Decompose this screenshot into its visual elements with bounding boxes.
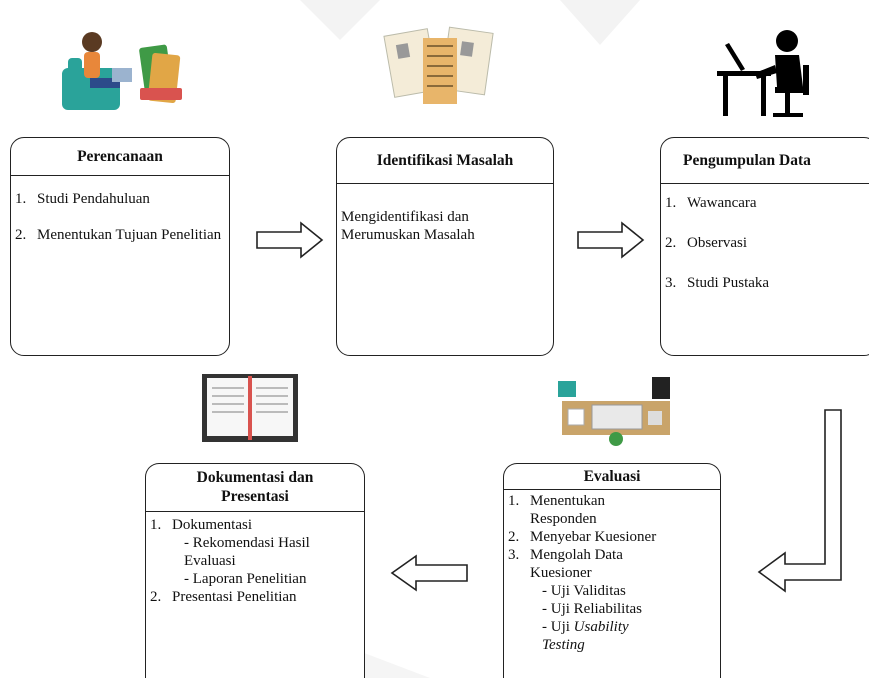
open-book-icon bbox=[202, 374, 298, 442]
list-item: 2. Menyebar Kuesioner bbox=[504, 528, 720, 546]
list-item-text: Dokumentasi bbox=[172, 517, 252, 533]
list-item-text: Observasi bbox=[687, 235, 747, 251]
arrow-left bbox=[390, 554, 468, 592]
list-item-number: 1. bbox=[150, 517, 162, 533]
perencanaan-body: 1. Studi Pendahuluan 2. Menentukan Tujuan … bbox=[11, 176, 229, 244]
person-reading-icon bbox=[62, 32, 182, 110]
perencanaan-box: Perencanaan 1. Studi Pendahuluan 2. Menent… bbox=[10, 137, 230, 356]
arrow-right-2 bbox=[577, 221, 645, 259]
list-item-number: 2. bbox=[508, 529, 520, 545]
person-at-desk-icon bbox=[717, 30, 809, 117]
list-item-number: 2. bbox=[665, 235, 677, 251]
identifikasi-masalah-body: Mengidentifikasi dan Merumuskan Masalah bbox=[341, 209, 475, 243]
evaluasi-title: Evaluasi bbox=[504, 464, 720, 490]
documents-icon bbox=[383, 26, 494, 104]
identifikasi-masalah-title: Identifikasi Masalah bbox=[337, 138, 553, 184]
list-item-number: 1. bbox=[508, 493, 520, 509]
perencanaan-title: Perencanaan bbox=[11, 138, 229, 176]
list-item: 3. Studi Pustaka bbox=[661, 274, 869, 292]
desk-workspace-icon bbox=[558, 377, 670, 446]
evaluasi-list: 1. Menentukan Responden 2. Menyebar Kuesio… bbox=[504, 492, 720, 654]
list-item-text: Mengolah Data Kuesioner bbox=[530, 547, 623, 581]
list-item: 1. Menentukan Responden bbox=[504, 492, 720, 528]
list-item: 3. Mengolah Data Kuesioner - Uji Validita… bbox=[504, 546, 720, 654]
dokumentasi-presentasi-box: Dokumentasi dan Presentasi 1. Dokumentasi… bbox=[145, 463, 365, 678]
list-item-text: Presentasi Penelitian bbox=[172, 589, 297, 605]
list-item-text: Studi Pendahuluan bbox=[37, 191, 150, 207]
sub-item: - Uji Reliabilitas bbox=[542, 601, 642, 617]
dokumentasi-presentasi-title: Dokumentasi dan Presentasi bbox=[146, 464, 364, 512]
arrow-down-left bbox=[757, 409, 842, 593]
list-item-number: 2. bbox=[15, 227, 27, 243]
list-item: 2. Menentukan Tujuan Penelitian bbox=[11, 226, 223, 244]
list-item-number: 2. bbox=[150, 589, 162, 605]
perencanaan-list: 1. Studi Pendahuluan 2. Menentukan Tujuan … bbox=[11, 190, 223, 244]
list-item: 2. Presentasi Penelitian bbox=[146, 588, 364, 606]
list-item-text: Menyebar Kuesioner bbox=[530, 529, 657, 545]
dokumentasi-presentasi-body: 1. Dokumentasi - Rekomendasi Hasil Evalua… bbox=[146, 512, 364, 606]
list-item-number: 3. bbox=[508, 547, 520, 563]
list-item-text: Menentukan Responden bbox=[530, 493, 605, 527]
list-item: 1. Wawancara bbox=[661, 194, 869, 212]
sub-item-italic: Usability Testing bbox=[542, 619, 629, 653]
evaluasi-body: 1. Menentukan Responden 2. Menyebar Kuesio… bbox=[504, 490, 720, 654]
list-item-number: 3. bbox=[665, 275, 677, 291]
identifikasi-masalah-box: Identifikasi Masalah Mengidentifikasi da… bbox=[336, 137, 554, 356]
list-item: 1. Studi Pendahuluan bbox=[11, 190, 223, 208]
list-item-number: 1. bbox=[15, 191, 27, 207]
pengumpulan-data-list: 1. Wawancara 2. Observasi 3. Studi Pustaka bbox=[661, 194, 869, 292]
list-item-text: Studi Pustaka bbox=[687, 275, 770, 291]
sub-item-prefix: - Uji bbox=[542, 619, 570, 635]
pengumpulan-data-title: Pengumpulan Data bbox=[661, 138, 869, 184]
evaluasi-box: Evaluasi 1. Menentukan Responden 2. Menyeb… bbox=[503, 463, 721, 678]
sub-item: - Uji Validitas bbox=[542, 583, 626, 599]
list-item-text: Wawancara bbox=[687, 195, 757, 211]
list-item: 2. Observasi bbox=[661, 234, 869, 252]
sub-item: - Uji Usability Testing bbox=[530, 618, 662, 654]
list-item-number: 1. bbox=[665, 195, 677, 211]
list-item-text: Menentukan Tujuan Penelitian bbox=[37, 227, 222, 243]
pengumpulan-data-box: Pengumpulan Data 1. Wawancara 2. Observasi… bbox=[660, 137, 869, 356]
pengumpulan-data-body: 1. Wawancara 2. Observasi 3. Studi Pustaka bbox=[661, 184, 869, 292]
arrow-right-1 bbox=[256, 221, 324, 259]
dokumentasi-list: 1. Dokumentasi - Rekomendasi Hasil Evalua… bbox=[146, 516, 364, 606]
list-item: 1. Dokumentasi - Rekomendasi Hasil Evalua… bbox=[146, 516, 364, 588]
sub-item: - Laporan Penelitian bbox=[184, 571, 307, 587]
sub-item: - Rekomendasi Hasil Evaluasi bbox=[184, 535, 310, 569]
